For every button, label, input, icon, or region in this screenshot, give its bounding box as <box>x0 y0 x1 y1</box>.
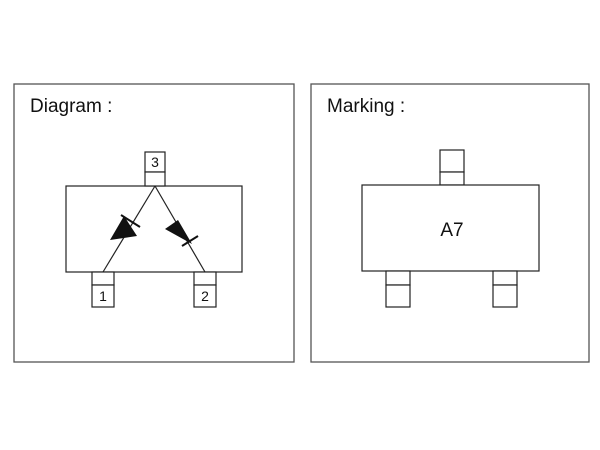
pin-2-lead <box>193 271 217 286</box>
marking-bottom-left-lead-upper <box>385 270 411 286</box>
marking-bottom-right-lead-upper <box>492 270 518 286</box>
pin-2-box <box>193 284 217 308</box>
marking-package-body <box>361 184 540 272</box>
diode-right-triangle <box>165 220 192 244</box>
diode-right-cathode-bar <box>181 235 199 247</box>
diagram-title: Diagram : <box>30 96 112 117</box>
diagram-panel: Diagram : 3 1 2 <box>13 83 295 363</box>
pin-2-label: 2 <box>201 288 209 304</box>
diode-left-icon <box>110 214 141 240</box>
pin-3-label: 3 <box>151 154 159 170</box>
diode-left-cathode-bar <box>120 214 141 228</box>
marking-code: A7 <box>440 220 463 241</box>
pin-3-lead <box>144 171 166 187</box>
pin-1-label: 1 <box>99 288 107 304</box>
marking-top-lead-upper <box>439 149 465 173</box>
marking-panel: Marking : A7 <box>310 83 590 363</box>
pin-1-lead <box>91 271 115 286</box>
marking-bottom-left-lead-lower <box>385 284 411 308</box>
diagram-panel-border <box>13 83 295 363</box>
marking-bottom-right-lead-lower <box>492 284 518 308</box>
diode-right-icon <box>165 220 199 247</box>
marking-top-lead-lower <box>439 171 465 186</box>
pin-1: 1 <box>91 271 115 308</box>
diode-left-triangle <box>110 216 137 240</box>
pin-3: 3 <box>144 151 166 187</box>
pin-2: 2 <box>193 271 217 308</box>
marking-title: Marking : <box>327 96 405 117</box>
pin-1-box <box>91 284 115 308</box>
